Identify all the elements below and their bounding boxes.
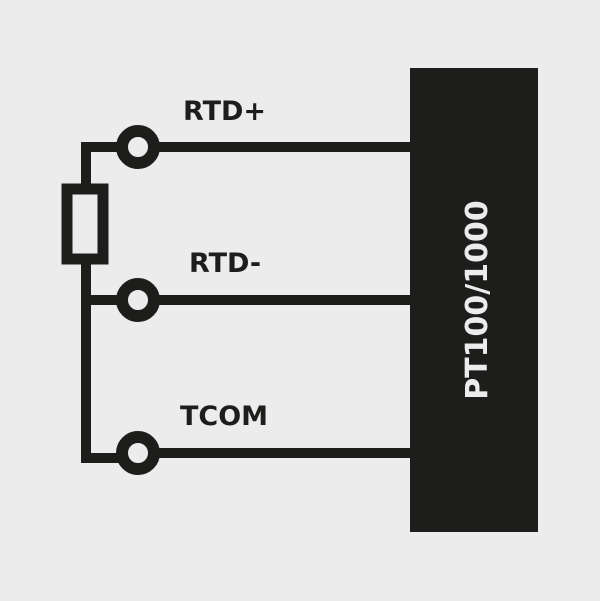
device-block [410,68,538,532]
label-tcom: TCOM [180,401,268,432]
device-label: PT100/1000 [460,200,495,400]
resistor-symbol [61,183,109,265]
label-rtd-minus: RTD- [189,248,261,279]
label-rtd-plus: RTD+ [183,96,266,127]
terminal-tcom [116,431,160,475]
terminal-rtd-plus [116,125,160,169]
terminal-rtd-minus [116,278,160,322]
